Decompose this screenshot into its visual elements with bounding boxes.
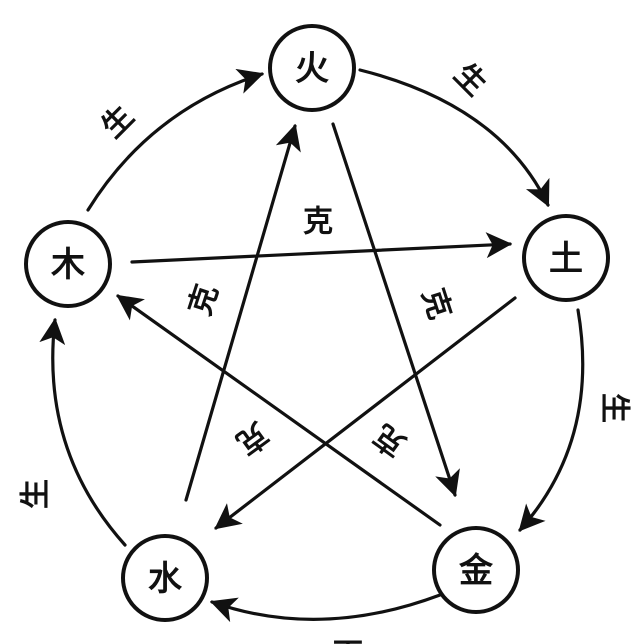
node-fire-circle <box>268 24 356 112</box>
generate-label-water-wood: 生 <box>19 479 54 509</box>
node-fire: 火 <box>268 24 356 112</box>
node-water-label: 水 <box>148 559 183 599</box>
overcome-line-water-fire <box>184 123 301 502</box>
generate-arc-metal-water <box>209 593 442 623</box>
overcome-label-water-fire: 克 <box>183 280 226 319</box>
generating-cycle <box>39 68 585 623</box>
overcome-line-fire-metal <box>331 122 460 498</box>
overcome-line-metal-wood <box>116 294 442 527</box>
node-metal-label: 金 <box>458 551 494 591</box>
generate-label-metal-water: 生 <box>333 635 363 644</box>
generate-label-earth-metal: 生 <box>597 393 632 423</box>
node-water-circle <box>121 534 209 622</box>
overcome-line-earth-water <box>214 296 517 530</box>
node-earth: 土 <box>522 214 610 302</box>
generating-labels: 生 生 生 生 生 <box>19 57 632 644</box>
generate-label-fire-earth: 生 <box>447 57 493 103</box>
overcome-line-wood-earth <box>130 232 513 264</box>
node-wood-circle <box>24 220 112 308</box>
overcome-label-fire-metal: 克 <box>415 284 458 323</box>
generate-label-wood-fire: 生 <box>95 99 141 145</box>
node-earth-label: 土 <box>549 239 583 279</box>
node-metal: 金 <box>432 526 520 614</box>
node-water: 水 <box>121 534 209 622</box>
overcoming-cycle <box>116 122 517 530</box>
node-metal-circle <box>432 526 520 614</box>
overcome-label-wood-earth: 克 <box>303 205 333 240</box>
generate-arc-earth-metal <box>518 308 585 532</box>
overcoming-labels: 克 克 克 克 克 <box>183 205 458 463</box>
node-fire-label: 火 <box>295 49 329 89</box>
overcome-label-metal-wood: 克 <box>368 417 413 463</box>
node-wood: 木 <box>24 220 112 308</box>
generate-arc-water-wood <box>39 317 127 547</box>
generate-arc-wood-fire <box>86 68 265 212</box>
overcome-label-earth-water: 克 <box>230 415 275 461</box>
node-earth-circle <box>522 214 610 302</box>
generate-arc-fire-earth <box>358 68 550 207</box>
node-wood-label: 木 <box>50 245 85 285</box>
